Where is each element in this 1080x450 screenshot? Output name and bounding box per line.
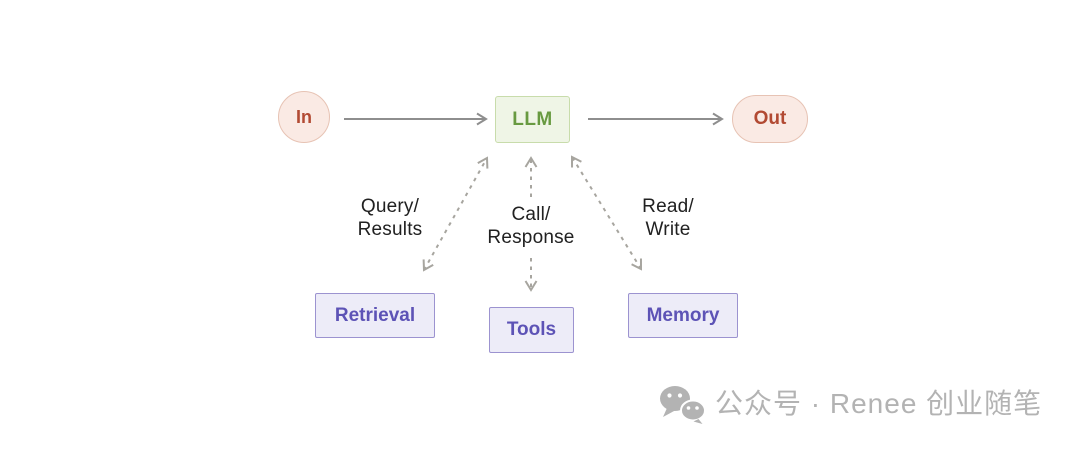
- edge-label-query-line1: Query/: [360, 196, 420, 217]
- wechat-icon: [660, 386, 706, 424]
- watermark-text: 公众号 · Renee 创业随笔: [715, 388, 1043, 419]
- node-memory: Memory: [628, 293, 738, 338]
- node-retrieval: Retrieval: [315, 293, 435, 338]
- node-in: In: [278, 91, 330, 143]
- watermark: 公众号 · Renee 创业随笔: [658, 384, 1042, 424]
- node-memory-label: Memory: [646, 304, 720, 326]
- edge-label-read-line1: Read/: [642, 196, 694, 217]
- edge-label-query-results: Query/ Results: [358, 195, 423, 241]
- edge-label-call-response: Call/ Response: [487, 203, 574, 249]
- edge-label-call-line1: Call/: [511, 204, 551, 225]
- node-out-label: Out: [753, 108, 787, 129]
- node-tools: Tools: [489, 307, 574, 353]
- arrow-llm-retrieval: [422, 156, 489, 272]
- node-tools-label: Tools: [506, 319, 557, 340]
- edge-label-read-write: Read/ Write: [642, 195, 694, 241]
- node-llm-label: LLM: [512, 108, 553, 130]
- node-llm: LLM: [495, 96, 570, 143]
- node-out: Out: [732, 95, 808, 143]
- node-retrieval-label: Retrieval: [334, 304, 416, 326]
- arrow-llm-memory: [570, 155, 643, 271]
- edge-label-query-line2: Results: [357, 219, 423, 240]
- edge-label-call-line2: Response: [487, 227, 575, 248]
- edge-label-read-line2: Write: [645, 219, 691, 240]
- node-in-label: In: [296, 106, 312, 127]
